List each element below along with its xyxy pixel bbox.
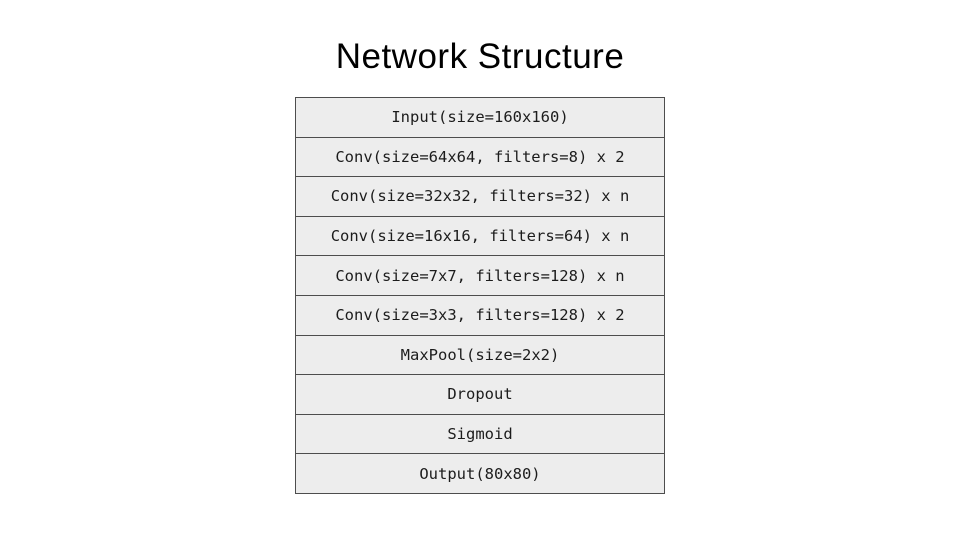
layer-label: Dropout [447,385,513,404]
layer-row: Sigmoid [295,413,665,455]
network-stack: Input(size=160x160) Conv(size=64x64, fil… [295,97,665,494]
layer-label: MaxPool(size=2x2) [400,345,560,364]
layer-row: Output(80x80) [295,453,665,494]
layer-row: Conv(size=7x7, filters=128) x n [295,255,665,296]
layer-row: MaxPool(size=2x2) [295,334,665,376]
layer-label: Conv(size=64x64, filters=8) x 2 [335,147,625,166]
layer-row: Conv(size=64x64, filters=8) x 2 [295,136,665,178]
layer-label: Conv(size=32x32, filters=32) x n [330,187,630,206]
layer-label: Conv(size=16x16, filters=64) x n [330,227,630,246]
layer-label: Sigmoid [447,425,513,444]
layer-label: Conv(size=3x3, filters=128) x 2 [335,306,625,325]
layer-row: Conv(size=3x3, filters=128) x 2 [295,294,665,336]
layer-label: Conv(size=7x7, filters=128) x n [335,266,625,285]
layer-row: Dropout [295,374,665,415]
layer-label: Input(size=160x160) [391,108,569,127]
page-title: Network Structure [335,37,625,76]
layer-row: Conv(size=32x32, filters=32) x n [295,176,665,217]
layer-row: Conv(size=16x16, filters=64) x n [295,215,665,257]
layer-label: Output(80x80) [419,464,541,483]
layer-row: Input(size=160x160) [295,97,665,138]
